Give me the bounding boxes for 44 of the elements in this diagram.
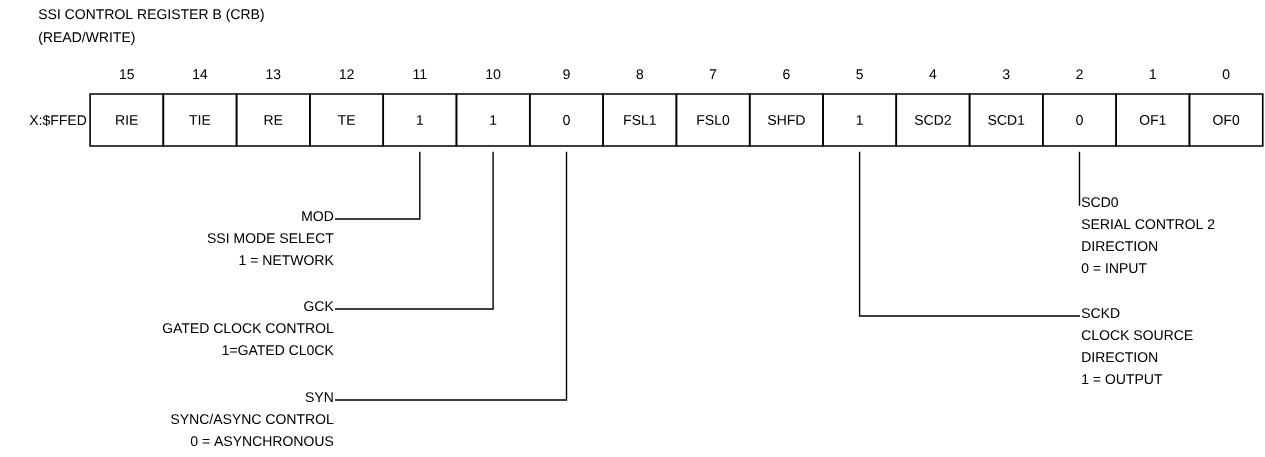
- bit-number: 7: [709, 69, 717, 79]
- bit-number: 9: [563, 69, 570, 80]
- bit-number: 11: [413, 69, 427, 79]
- bit-number: 8: [636, 69, 644, 80]
- bit-number: 12: [339, 69, 354, 79]
- register-bit-cell: SCD1: [968, 93, 1044, 147]
- field-description: SCKD CLOCK SOURCE DIRECTION 1 = OUTPUT: [1081, 308, 1193, 385]
- register-bit-cell: 0: [529, 93, 604, 147]
- register-bit-cell: 1: [382, 93, 458, 147]
- bit-number: 0: [1222, 69, 1230, 80]
- register-bit-cell: FSL0: [675, 93, 751, 147]
- register-subtitle: (READ/WRITE): [39, 31, 135, 45]
- register-bit-cell: 1: [822, 93, 898, 147]
- field-description: SYN SYNC/ASYNC CONTROL 0 = ASYNCHRONOUS: [171, 392, 334, 447]
- register-bit-cell: 1: [455, 93, 531, 147]
- leader-line: [334, 151, 421, 220]
- register-bit-cell: FSL1: [602, 93, 678, 147]
- leader-line: [334, 151, 568, 401]
- register-bit-cell: RIE: [89, 93, 165, 147]
- bit-number: 3: [1002, 69, 1010, 80]
- bit-number: 13: [266, 69, 281, 80]
- bit-number: 2: [1076, 69, 1083, 79]
- leader-line: [858, 151, 1081, 317]
- register-bit-cell: 0: [1042, 93, 1117, 147]
- bit-number: 5: [856, 69, 863, 80]
- leader-line: [1078, 151, 1081, 206]
- bit-number: 14: [193, 69, 208, 79]
- register-bit-cell: OF0: [1188, 93, 1264, 147]
- title: SSI CONTROL REGISTER B (CRB): [38, 8, 264, 22]
- bit-number: 15: [120, 69, 134, 80]
- field-description: GCK GATED CLOCK CONTROL 1=GATED CL0CK: [162, 301, 334, 356]
- register-bit-cell: TIE: [162, 93, 238, 147]
- register-bit-cell: TE: [309, 93, 385, 147]
- register-bit-cell: SCD2: [895, 93, 971, 147]
- register-bit-cell: OF1: [1115, 93, 1191, 147]
- bit-number: 10: [486, 69, 501, 80]
- bit-number: 1: [1150, 69, 1156, 79]
- bit-number: 4: [929, 69, 937, 79]
- field-description: SCD0 SERIAL CONTROL 2 DIRECTION 0 = INPUT: [1081, 197, 1215, 274]
- register-bit-cell: SHFD: [748, 93, 824, 147]
- field-description: MOD SSI MODE SELECT 1 = NETWORK: [207, 211, 334, 266]
- leader-line: [334, 151, 494, 310]
- register-bit-cell: RE: [235, 93, 311, 147]
- bit-number: 6: [783, 69, 790, 80]
